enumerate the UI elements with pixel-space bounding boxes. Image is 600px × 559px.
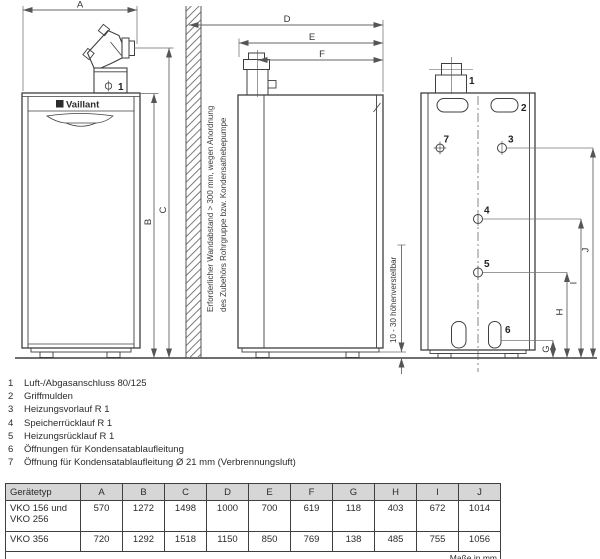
dimension-e <box>238 38 383 57</box>
dimension-a <box>22 6 138 91</box>
wall-clearance-note-line2: des Zubehörs Rohrgruppe bzw. Kondensathe… <box>219 117 228 312</box>
value-cell: 720 <box>80 531 123 552</box>
column-header: J <box>458 483 501 501</box>
dimension-d <box>189 20 384 92</box>
callout-2: 2 <box>521 103 527 114</box>
value-cell: 1518 <box>164 531 207 552</box>
legend-item-number: 3 <box>8 404 14 416</box>
value-cell: 1000 <box>206 500 249 532</box>
value-cell: 850 <box>248 531 291 552</box>
legend-item: 7 Öffnung für Kondensatablaufleitung Ø 21… <box>8 456 296 469</box>
callout-6: 6 <box>505 325 511 336</box>
dim-label-g: G <box>541 345 552 352</box>
units-note: Maße in mm <box>5 551 501 559</box>
legend-item: 5 Heizungsrücklauf R 1 <box>8 430 296 443</box>
dim-label-b: B <box>143 219 154 225</box>
value-cell: 700 <box>248 500 291 532</box>
callout-7: 7 <box>444 135 450 146</box>
dimension-b <box>141 93 159 358</box>
legend-item-text: Öffnung für Kondensatablaufleitung Ø 21 … <box>24 457 296 469</box>
callout-5: 5 <box>484 259 490 270</box>
value-cell: 769 <box>290 531 333 552</box>
column-header: Gerätetyp <box>5 483 81 501</box>
column-header: I <box>416 483 459 501</box>
legend-item-number: 4 <box>8 417 14 429</box>
technical-drawing: Vaillant 1 A B C <box>15 0 597 374</box>
vaillant-logo-icon <box>56 100 64 108</box>
legend: 1 Luft-/Abgasanschluss 80/125 2 Griffmulde… <box>8 377 296 469</box>
table-row: VKO 356 720 1292 1518 1150 850 769 138 4… <box>5 531 501 552</box>
value-cell: 485 <box>374 531 417 552</box>
column-header: C <box>164 483 207 501</box>
value-cell: 1272 <box>122 500 165 532</box>
callout-1-rear: 1 <box>469 76 475 87</box>
dimension-table: Gerätetyp A B C D E F G H I J VKO 156 un… <box>5 483 501 559</box>
value-cell: 755 <box>416 531 459 552</box>
leader-lines <box>482 147 593 341</box>
value-cell: 570 <box>80 500 123 532</box>
legend-item-number: 1 <box>8 378 14 389</box>
value-cell: 138 <box>332 531 375 552</box>
value-cell: 1014 <box>458 500 501 532</box>
value-cell: 1292 <box>122 531 165 552</box>
dimension-c <box>134 47 174 358</box>
table-footer-row: Maße in mm <box>5 551 501 559</box>
value-cell: 1150 <box>206 531 249 552</box>
wall-clearance-note-line1: Erforderlicher Wandabstand > 300 mm, weg… <box>206 106 215 312</box>
dim-label-j: J <box>581 247 592 252</box>
value-cell: 1056 <box>458 531 501 552</box>
callout-3: 3 <box>508 135 514 146</box>
height-adjust-dimension <box>379 244 406 374</box>
legend-item: 2 Griffmulden <box>8 390 296 403</box>
value-cell: 118 <box>332 500 375 532</box>
dim-label-e: E <box>309 32 315 43</box>
wall-hatch <box>185 6 202 358</box>
value-cell: 619 <box>290 500 333 532</box>
legend-item-text: Luft-/Abgasanschluss 80/125 <box>24 378 147 389</box>
height-adjust-note: 10 - 30 höhenverstellbar <box>389 256 398 343</box>
legend-item: 4 Speicherrücklauf R 1 <box>8 417 296 430</box>
column-header: D <box>206 483 249 501</box>
column-header: B <box>122 483 165 501</box>
legend-item-text: Griffmulden <box>24 391 73 403</box>
device-type-cell: VKO 356 <box>5 531 81 552</box>
device-type-cell: VKO 156 und VKO 256 <box>5 500 81 532</box>
legend-item-text: Heizungsvorlauf R 1 <box>24 404 110 416</box>
table-row: VKO 156 und VKO 256 570 1272 1498 1000 7… <box>5 500 501 532</box>
front-view <box>21 23 141 358</box>
callout-4: 4 <box>484 206 490 217</box>
column-header: F <box>290 483 333 501</box>
dim-label-h: H <box>555 308 566 315</box>
column-header: E <box>248 483 291 501</box>
column-header: G <box>332 483 375 501</box>
legend-item: 6 Öffnungen für Kondensatablaufleitung <box>8 443 296 456</box>
dim-label-f: F <box>319 49 325 60</box>
legend-item-text: Speicherrücklauf R 1 <box>24 417 113 429</box>
table-header-row: Gerätetyp A B C D E F G H I J <box>5 483 501 501</box>
legend-item-number: 6 <box>8 444 14 456</box>
rear-view <box>420 57 536 359</box>
brand-logo: Vaillant <box>66 100 100 111</box>
legend-item-number: 2 <box>8 391 14 403</box>
value-cell: 672 <box>416 500 459 532</box>
dim-label-i: I <box>569 282 580 285</box>
legend-item-number: 5 <box>8 430 14 442</box>
legend-item: 1 Luft-/Abgasanschluss 80/125 <box>8 377 296 390</box>
dim-label-a: A <box>77 0 84 11</box>
dim-label-d: D <box>284 14 291 25</box>
column-header: H <box>374 483 417 501</box>
value-cell: 403 <box>374 500 417 532</box>
column-header: A <box>80 483 123 501</box>
legend-item-text: Heizungsrücklauf R 1 <box>24 430 115 442</box>
side-view <box>237 50 384 358</box>
callout-1-front: 1 <box>118 82 124 93</box>
dim-label-c: C <box>158 206 169 213</box>
value-cell: 1498 <box>164 500 207 532</box>
legend-item: 3 Heizungsvorlauf R 1 <box>8 403 296 416</box>
legend-item-number: 7 <box>8 457 14 469</box>
legend-item-text: Öffnungen für Kondensatablaufleitung <box>24 444 184 456</box>
